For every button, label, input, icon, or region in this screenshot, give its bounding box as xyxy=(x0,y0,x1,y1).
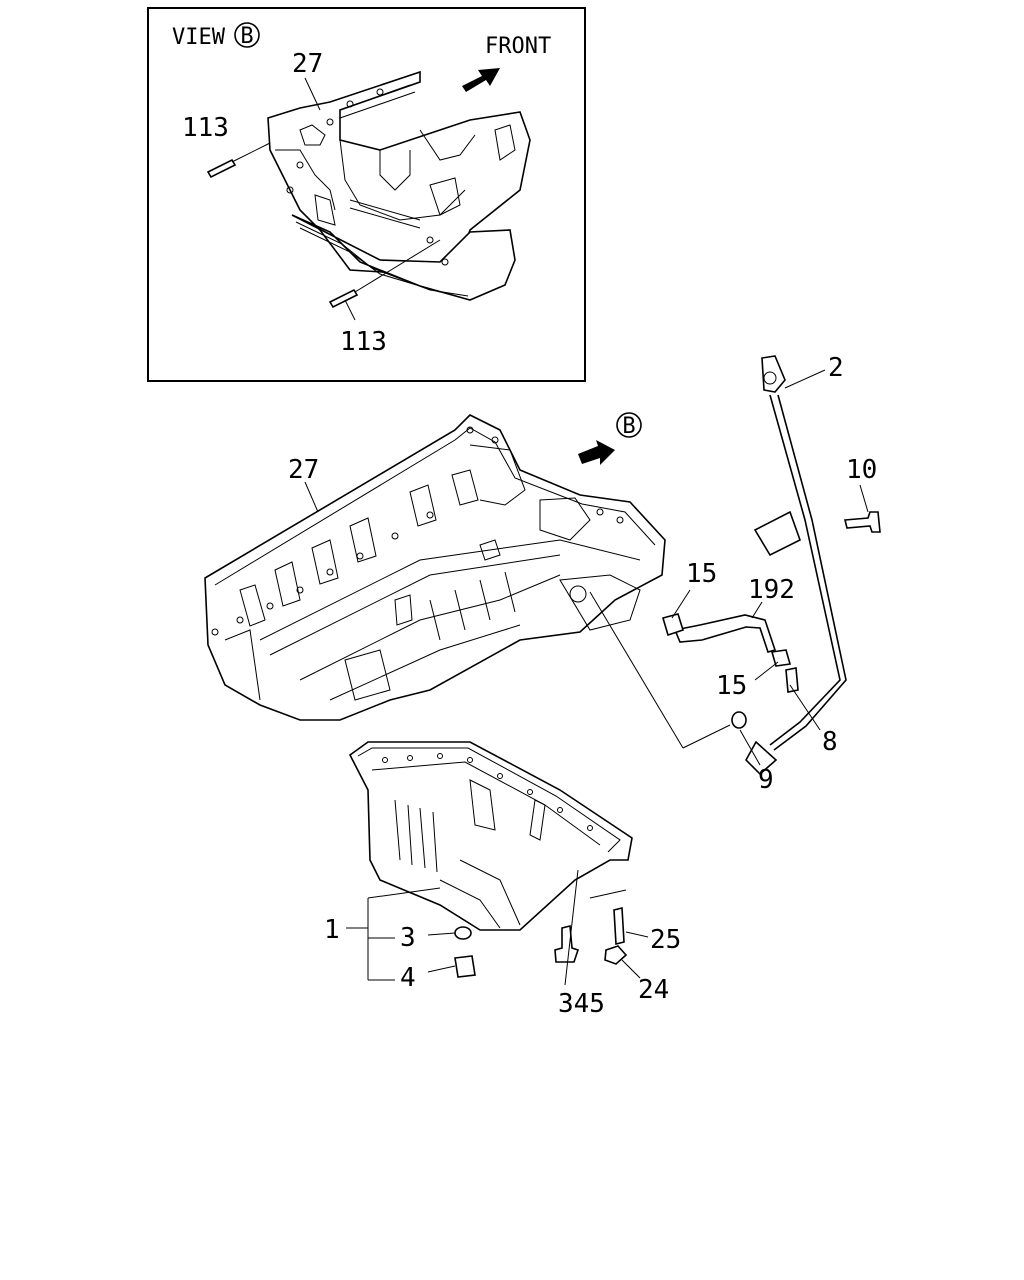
upper-oil-pan-drawing xyxy=(204,414,666,721)
inset-callout-113-top: 113 xyxy=(182,113,229,143)
dowel-pin-113-bottom xyxy=(328,288,359,309)
callout-2: 2 xyxy=(828,353,844,383)
front-label: FRONT xyxy=(485,34,551,59)
hose-192-drawing xyxy=(662,613,792,667)
stud-25 xyxy=(613,906,625,946)
inset-block-drawing xyxy=(267,70,531,301)
bolt-10 xyxy=(843,511,881,533)
callout-15-b: 15 xyxy=(716,671,747,701)
dowel-pin-113-top xyxy=(206,158,237,179)
bolt-345 xyxy=(554,924,580,963)
callout-345: 345 xyxy=(558,989,605,1019)
dipstick-drawing xyxy=(745,355,847,776)
o-ring-9 xyxy=(731,711,747,729)
callout-1: 1 xyxy=(324,915,340,945)
inset-title: VIEW xyxy=(172,25,226,50)
callout-8: 8 xyxy=(822,727,838,757)
callout-3: 3 xyxy=(400,923,416,953)
callout-192: 192 xyxy=(748,575,795,605)
nut-24 xyxy=(604,945,628,965)
inset-title-marker-circle xyxy=(234,22,260,48)
view-b-arrow-icon xyxy=(578,440,615,465)
front-arrow-icon xyxy=(462,68,500,92)
inset-callout-113-bottom: 113 xyxy=(340,327,387,357)
callout-15-a: 15 xyxy=(686,559,717,589)
callout-25: 25 xyxy=(650,925,681,955)
inset-title-marker: B xyxy=(240,24,253,49)
callout-4: 4 xyxy=(400,963,416,993)
inset-view-b: VIEW B FRONT xyxy=(147,7,586,382)
callout-10: 10 xyxy=(846,455,877,485)
callout-27: 27 xyxy=(288,455,319,485)
callout-9: 9 xyxy=(758,765,774,795)
main-assembly: B xyxy=(204,353,881,1019)
callout-24: 24 xyxy=(638,975,669,1005)
lower-oil-pan-drawing xyxy=(348,741,633,931)
leader-lines xyxy=(304,369,869,986)
view-b-marker: B xyxy=(622,414,635,439)
washer-3 xyxy=(454,926,472,940)
view-b-marker-circle xyxy=(616,412,642,438)
inset-callout-27: 27 xyxy=(292,49,323,79)
drain-plug-4 xyxy=(454,955,476,978)
